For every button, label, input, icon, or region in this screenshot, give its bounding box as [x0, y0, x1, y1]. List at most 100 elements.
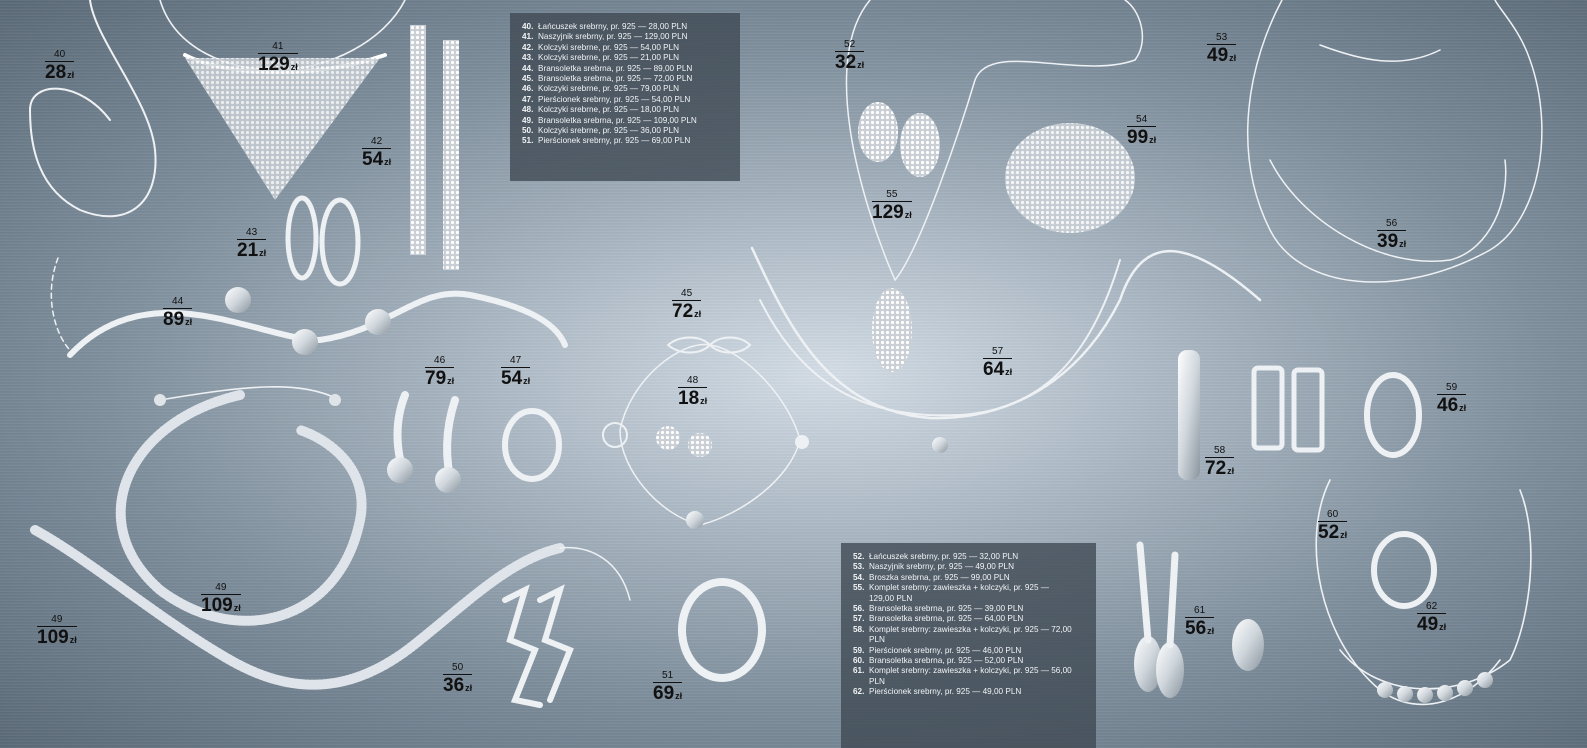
price-tag-52: 52 32zł — [835, 40, 865, 76]
tag-number: 60 — [1318, 510, 1348, 522]
tag-price: 39zł — [1377, 231, 1407, 252]
price-list-item: 45.Bransoletka srebrna, pr. 925 — 72,00 … — [522, 74, 693, 84]
tag-number: 45 — [672, 289, 702, 301]
tag-number: 47 — [501, 356, 531, 368]
price-tag-59: 59 46zł — [1437, 383, 1467, 419]
tag-price: 36zł — [443, 675, 473, 696]
tag-price: 69zł — [653, 683, 683, 704]
pendant-58 — [1178, 350, 1200, 480]
tag-number: 59 — [1437, 383, 1467, 395]
ring-51 — [678, 578, 766, 682]
tag-number: 46 — [425, 356, 455, 368]
tag-price: 109zł — [201, 595, 241, 616]
earring-61-left — [1134, 636, 1162, 692]
price-list-item: 53.Naszyjnik srebrny, pr. 925 — 49,00 PL… — [853, 562, 1015, 572]
tag-number: 57 — [983, 347, 1013, 359]
bracelet-62 — [1339, 489, 1532, 690]
price-tag-61: 61 56zł — [1185, 606, 1215, 642]
chain-52 — [845, 0, 1144, 282]
tag-price: 52zł — [1318, 522, 1348, 543]
price-tag-47: 47 54zł — [501, 356, 531, 392]
price-list-item: 62.Pierścionek srebrny, pr. 925 — 49,00 … — [853, 687, 1022, 697]
tag-number: 40 — [45, 50, 75, 62]
price-list-item: 47.Pierścionek srebrny, pr. 925 — 54,00 … — [522, 94, 691, 104]
tag-price: 49zł — [1207, 45, 1237, 66]
earring-55-left — [858, 102, 898, 162]
bracelet-49-top — [159, 386, 341, 401]
tag-price: 89zł — [163, 309, 193, 330]
tag-price: 54zł — [501, 368, 531, 389]
tag-price: 18zł — [678, 388, 708, 409]
earring-58-right — [1291, 367, 1325, 453]
price-tag-45: 45 72zł — [672, 289, 702, 325]
earring-48-right — [688, 433, 712, 457]
tag-number: 61 — [1185, 606, 1215, 618]
tag-number: 55 — [872, 190, 912, 202]
price-tag-51: 51 69zł — [653, 671, 683, 707]
price-tag-57: 57 64zł — [983, 347, 1013, 383]
price-list-item: 58.Komplet srebrny: zawieszka + kolczyki… — [853, 624, 1072, 645]
tag-price: 64zł — [983, 359, 1013, 380]
tag-price: 129zł — [258, 54, 298, 75]
bracelet-49-tennis — [115, 390, 367, 626]
price-list-item: 56.Bransoletka srebrna, pr. 925 — 39,00 … — [853, 604, 1024, 614]
price-tag-48: 48 18zł — [678, 376, 708, 412]
price-list-item: 59.Pierścionek srebrny, pr. 925 — 46,00 … — [853, 645, 1022, 655]
price-list-item: 51.Pierścionek srebrny, pr. 925 — 69,00 … — [522, 136, 691, 146]
tag-number: 43 — [237, 228, 267, 240]
price-tag-49-bottom: 49 109zł — [37, 615, 77, 651]
price-list-item: 55.Komplet srebrny: zawieszka + kolczyki… — [853, 583, 1049, 603]
tag-number: 62 — [1417, 602, 1447, 614]
price-list-item: 46.Kolczyki srebrne, pr. 925 — 79,00 PLN — [522, 84, 680, 94]
price-list-item: 50.Kolczyki srebrne, pr. 925 — 36,00 PLN — [522, 126, 680, 136]
price-tag-55: 55 129zł — [872, 190, 912, 226]
tag-number: 49 — [201, 583, 241, 595]
price-tag-62: 62 49zł — [1417, 602, 1447, 638]
earring-42-right — [443, 40, 459, 270]
tag-number: 58 — [1205, 446, 1235, 458]
price-list-item: 60.Bransoletka srebrna, pr. 925 — 52,00 … — [853, 656, 1024, 666]
tag-price: 109zł — [37, 627, 77, 648]
earring-58-left — [1251, 365, 1285, 451]
bracelet-45 — [619, 343, 801, 526]
price-list-left: 40.Łańcuszek srebrny, pr. 925 — 28,00 PL… — [510, 13, 740, 181]
price-tag-42: 42 54zł — [362, 137, 392, 173]
price-list-item: 41.Naszyjnik srebrny, pr. 925 — 129,00 P… — [522, 32, 688, 42]
tag-number: 54 — [1127, 115, 1157, 127]
price-tag-53: 53 49zł — [1207, 33, 1237, 69]
price-list-item: 52.Łańcuszek srebrny, pr. 925 — 32,00 PL… — [853, 552, 1019, 561]
tag-price: 99zł — [1127, 127, 1157, 148]
price-list-item: 40.Łańcuszek srebrny, pr. 925 — 28,00 PL… — [522, 22, 688, 31]
earring-48-left — [656, 426, 680, 450]
tag-price: 28zł — [45, 62, 75, 83]
earring-55-right — [900, 113, 940, 177]
tag-price: 72zł — [672, 301, 702, 322]
hoop-43-right — [319, 197, 361, 287]
price-list-item: 54.Broszka srebrna, pr. 925 — 99,00 PLN — [853, 572, 1010, 582]
price-tag-46: 46 79zł — [425, 356, 455, 392]
chain-40 — [28, 0, 157, 218]
ring-62 — [1371, 531, 1437, 609]
ring-59 — [1364, 372, 1422, 458]
price-tag-44: 44 89zł — [163, 297, 193, 333]
price-list-right: 52.Łańcuszek srebrny, pr. 925 — 32,00 PL… — [841, 543, 1096, 748]
tag-price: 49zł — [1417, 614, 1447, 635]
tag-price: 79zł — [425, 368, 455, 389]
tag-number: 49 — [37, 615, 77, 627]
tag-number: 51 — [653, 671, 683, 683]
earring-61-right — [1156, 642, 1184, 698]
tag-number: 50 — [443, 663, 473, 675]
tag-price: 54zł — [362, 149, 392, 170]
ring-47 — [502, 408, 562, 482]
bracelet-44 — [67, 290, 568, 358]
tag-number: 41 — [258, 42, 298, 54]
bracelet-57 — [750, 246, 1262, 420]
tag-number: 42 — [362, 137, 392, 149]
price-list-item: 44.Bransoletka srebrna, pr. 925 — 89,00 … — [522, 63, 693, 73]
tag-price: 72zł — [1205, 458, 1235, 479]
price-tag-43: 43 21zł — [237, 228, 267, 264]
price-tag-54: 54 99zł — [1127, 115, 1157, 151]
price-list-item: 61.Komplet srebrny: zawieszka + kolczyki… — [853, 666, 1072, 686]
